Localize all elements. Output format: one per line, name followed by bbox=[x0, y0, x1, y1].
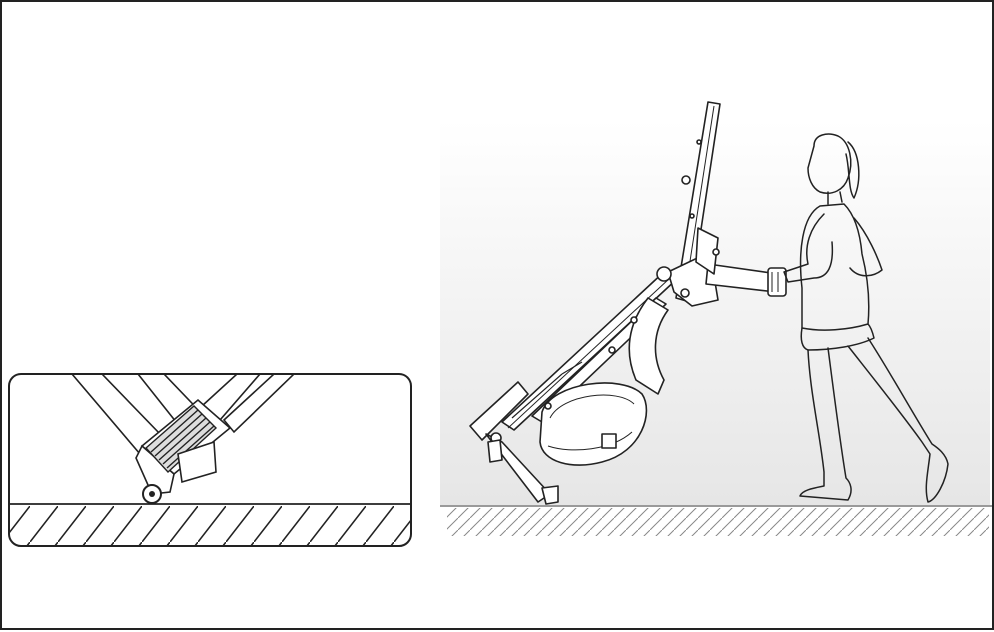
wheel-detail-icon bbox=[8, 373, 412, 547]
person-walking-icon bbox=[783, 133, 949, 503]
rowing-machine-icon bbox=[469, 101, 787, 505]
scene-background bbox=[440, 120, 992, 536]
